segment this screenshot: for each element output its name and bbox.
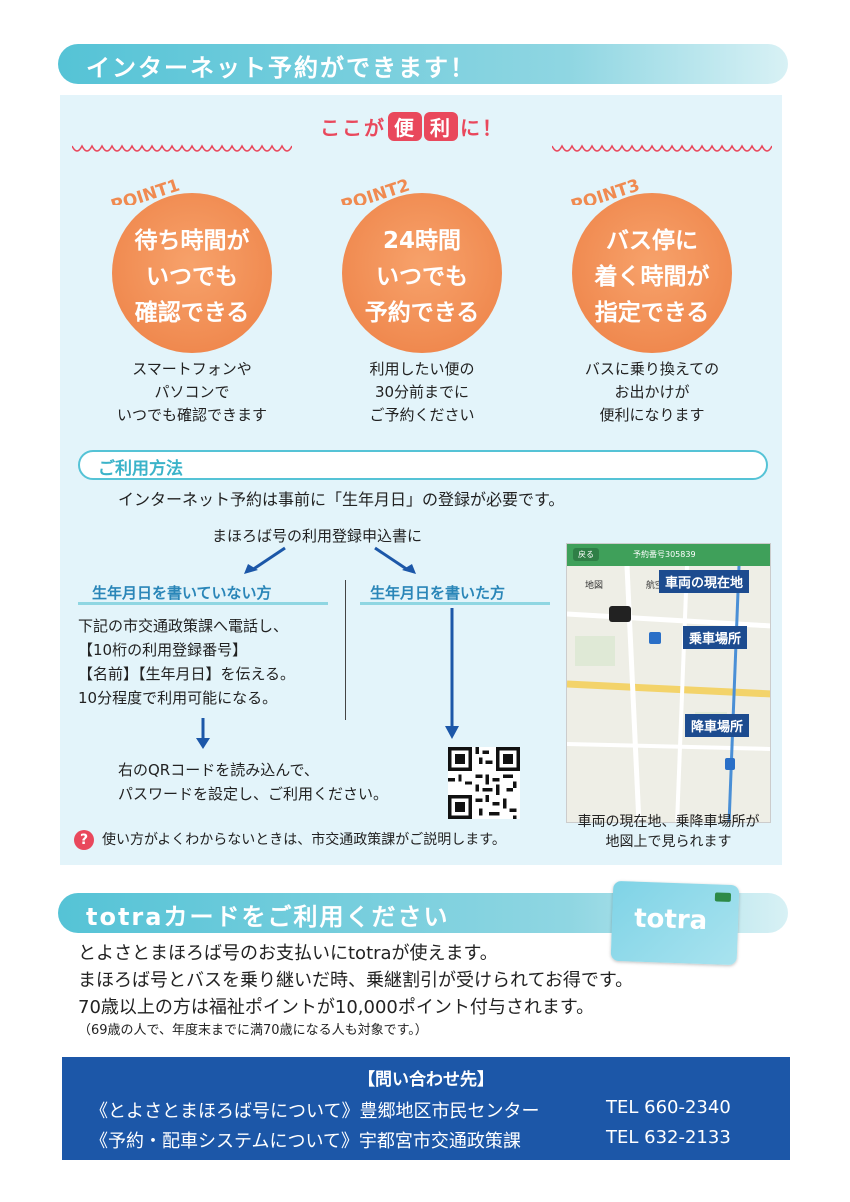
point-1-label: POINT1 [109,176,183,205]
scallop-right [552,138,772,160]
alight-pin-icon [725,758,735,770]
map-tabs: 地図 航空 [585,578,664,591]
usage-intro: インターネット予約は事前に「生年月日」の登録が必要です。 [118,490,565,509]
phone-line-1: 下記の市交通政策課へ電話し、 [78,617,289,635]
convenience-headline: ここが便利に！ [320,112,504,141]
point-1-text: 待ち時間が いつでも 確認できる [112,223,272,331]
headline-pill-2: 利 [424,112,458,141]
point-3-line-3: 指定できる [594,300,710,326]
point-1-desc: スマートフォンや パソコンで いつでも確認できます [82,358,302,427]
no-birthday-heading: 生年月日を書いていない方 [92,584,272,602]
contact-box: 【問い合わせ先】 《とよさとまほろば号について》豊郷地区市民センター TEL 6… [62,1057,790,1160]
point-3-text: バス停に 着く時間が 指定できる [572,223,732,331]
callout-board: 乗車場所 [683,626,748,649]
with-birthday-heading: 生年月日を書いた方 [370,584,506,602]
with-birthday-underline [360,602,550,605]
point-2-line-2: いつでも [376,264,468,290]
point-3-circle [572,193,732,353]
board-pin-icon [649,632,661,644]
usage-form: まほろば号の利用登録申込書に [212,527,423,545]
totra-note: （69歳の人で、年度末までに満70歳になる人も対象です。） [78,1023,428,1038]
map-caption-2: 地図上で見られます [605,834,732,850]
qr-code[interactable] [448,747,520,819]
point-3-desc-3: 便利になります [599,406,705,424]
point-1-line-1: 待ち時間が [134,228,250,254]
no-birthday-underline [78,602,328,605]
point-1-desc-1: スマートフォンや [132,360,252,378]
point-2-desc: 利用したい便の 30分前までに ご予約ください [312,358,532,427]
branch-divider [345,580,346,720]
point-2-label: POINT2 [339,176,413,205]
point-2-desc-3: ご予約ください [369,406,475,424]
point-3-line-1: バス停に [606,228,698,254]
map-back-button[interactable]: 戻る [573,548,599,561]
callout-alight: 降車場所 [685,714,750,737]
totra-line-2: まほろば号とバスを乗り継いだ時、乗継割引が受けられてお得です。 [78,970,634,991]
callout-vehicle: 車両の現在地 [659,570,750,593]
scallop-left [72,138,292,160]
contact-row-1-label: 《とよさとまほろば号について》豊郷地区市民センター [90,1101,540,1122]
usage-title: ご利用方法 [98,459,183,479]
map-reservation-number: 予約番号305839 [633,550,696,559]
point-3-label: POINT3 [569,176,643,205]
point-1-desc-3: いつでも確認できます [116,406,267,424]
point-2-text: 24時間 いつでも 予約できる [342,223,502,331]
point-1-line-3: 確認できる [134,300,250,326]
point-2-line-1: 24時間 [382,228,461,254]
svg-text:POINT1: POINT1 [109,176,183,205]
point-1-circle [112,193,272,353]
point-2-circle [342,193,502,353]
phone-line-2: 【10桁の利用登録番号】 [78,641,248,659]
qr-line-1: 右のQRコードを読み込んで、 [118,761,319,779]
point-3: POINT3 バス停に 着く時間が 指定できる [552,165,752,355]
contact-row-1-tel: TEL 660-2340 [606,1097,731,1118]
map-screenshot: 戻る 予約番号305839 地図 航空 車両の現在地 乗車場所 降車場所 [566,543,771,823]
point-3-line-2: 着く時間が [594,264,710,290]
totra-text: とよさとまほろば号のお支払いにtotraが使えます。 まほろば号とバスを乗り継い… [78,940,758,1041]
phone-line-4: 10分程度で利用可能になる。 [78,689,278,707]
totra-card-text: totra [633,903,708,937]
headline-pre: ここが [320,116,386,140]
internet-banner: インターネット予約ができます！ [58,44,788,84]
point-2-desc-1: 利用したい便の [369,360,475,378]
headline-pill-1: 便 [388,112,422,141]
internet-banner-title: インターネット予約ができます！ [86,54,476,82]
headline-post: に！ [460,116,504,140]
qr-line-2: パスワードを設定し、ご利用ください。 [118,785,389,803]
point-2-line-3: 予約できる [364,300,480,326]
contact-row-2-label: 《予約・配車システムについて》宇都宮市交通政策課 [90,1131,521,1152]
bus-icon [609,606,631,622]
point-3-desc-1: バスに乗り換えての [584,360,720,378]
usage-section-header: ご利用方法 [78,450,768,480]
totra-banner-title: totraカードをご利用ください [86,903,450,931]
totra-line-3: 70歳以上の方は福祉ポイントが10,000ポイント付与されます。 [78,997,595,1018]
map-top-bar: 戻る 予約番号305839 [567,544,770,566]
map-caption-1: 車両の現在地、乗降車場所が [577,814,760,830]
down-arrow-right [445,608,459,739]
help-text: 使い方がよくわからないときは、市交通政策課がご説明します。 [102,832,506,848]
point-1-line-2: いつでも [146,264,238,290]
map-caption: 車両の現在地、乗降車場所が 地図上で見られます [566,812,771,852]
svg-text:POINT3: POINT3 [569,176,643,205]
map-tab-air[interactable]: 航空 [645,581,664,591]
map-tab-map[interactable]: 地図 [585,581,604,591]
point-2: POINT2 24時間 いつでも 予約できる [322,165,522,355]
card-chip-icon [714,892,732,902]
point-3-desc: バスに乗り換えての お出かけが 便利になります [542,358,762,427]
branch-arrows [244,546,416,574]
totra-line-1: とよさとまほろば号のお支払いにtotraが使えます。 [78,943,498,964]
point-3-desc-2: お出かけが [614,383,690,401]
svg-text:POINT2: POINT2 [339,176,413,205]
down-arrow-left [196,718,210,749]
point-1: POINT1 待ち時間が いつでも 確認できる [92,165,292,355]
contact-row-2-tel: TEL 632-2133 [606,1127,731,1148]
contact-title: 【問い合わせ先】 [358,1070,494,1090]
point-1-desc-2: パソコンで [154,383,230,401]
help-icon: ? [74,830,94,850]
phone-line-3: 【名前】【生年月日】を伝える。 [78,665,296,683]
point-2-desc-2: 30分前までに [374,383,470,401]
